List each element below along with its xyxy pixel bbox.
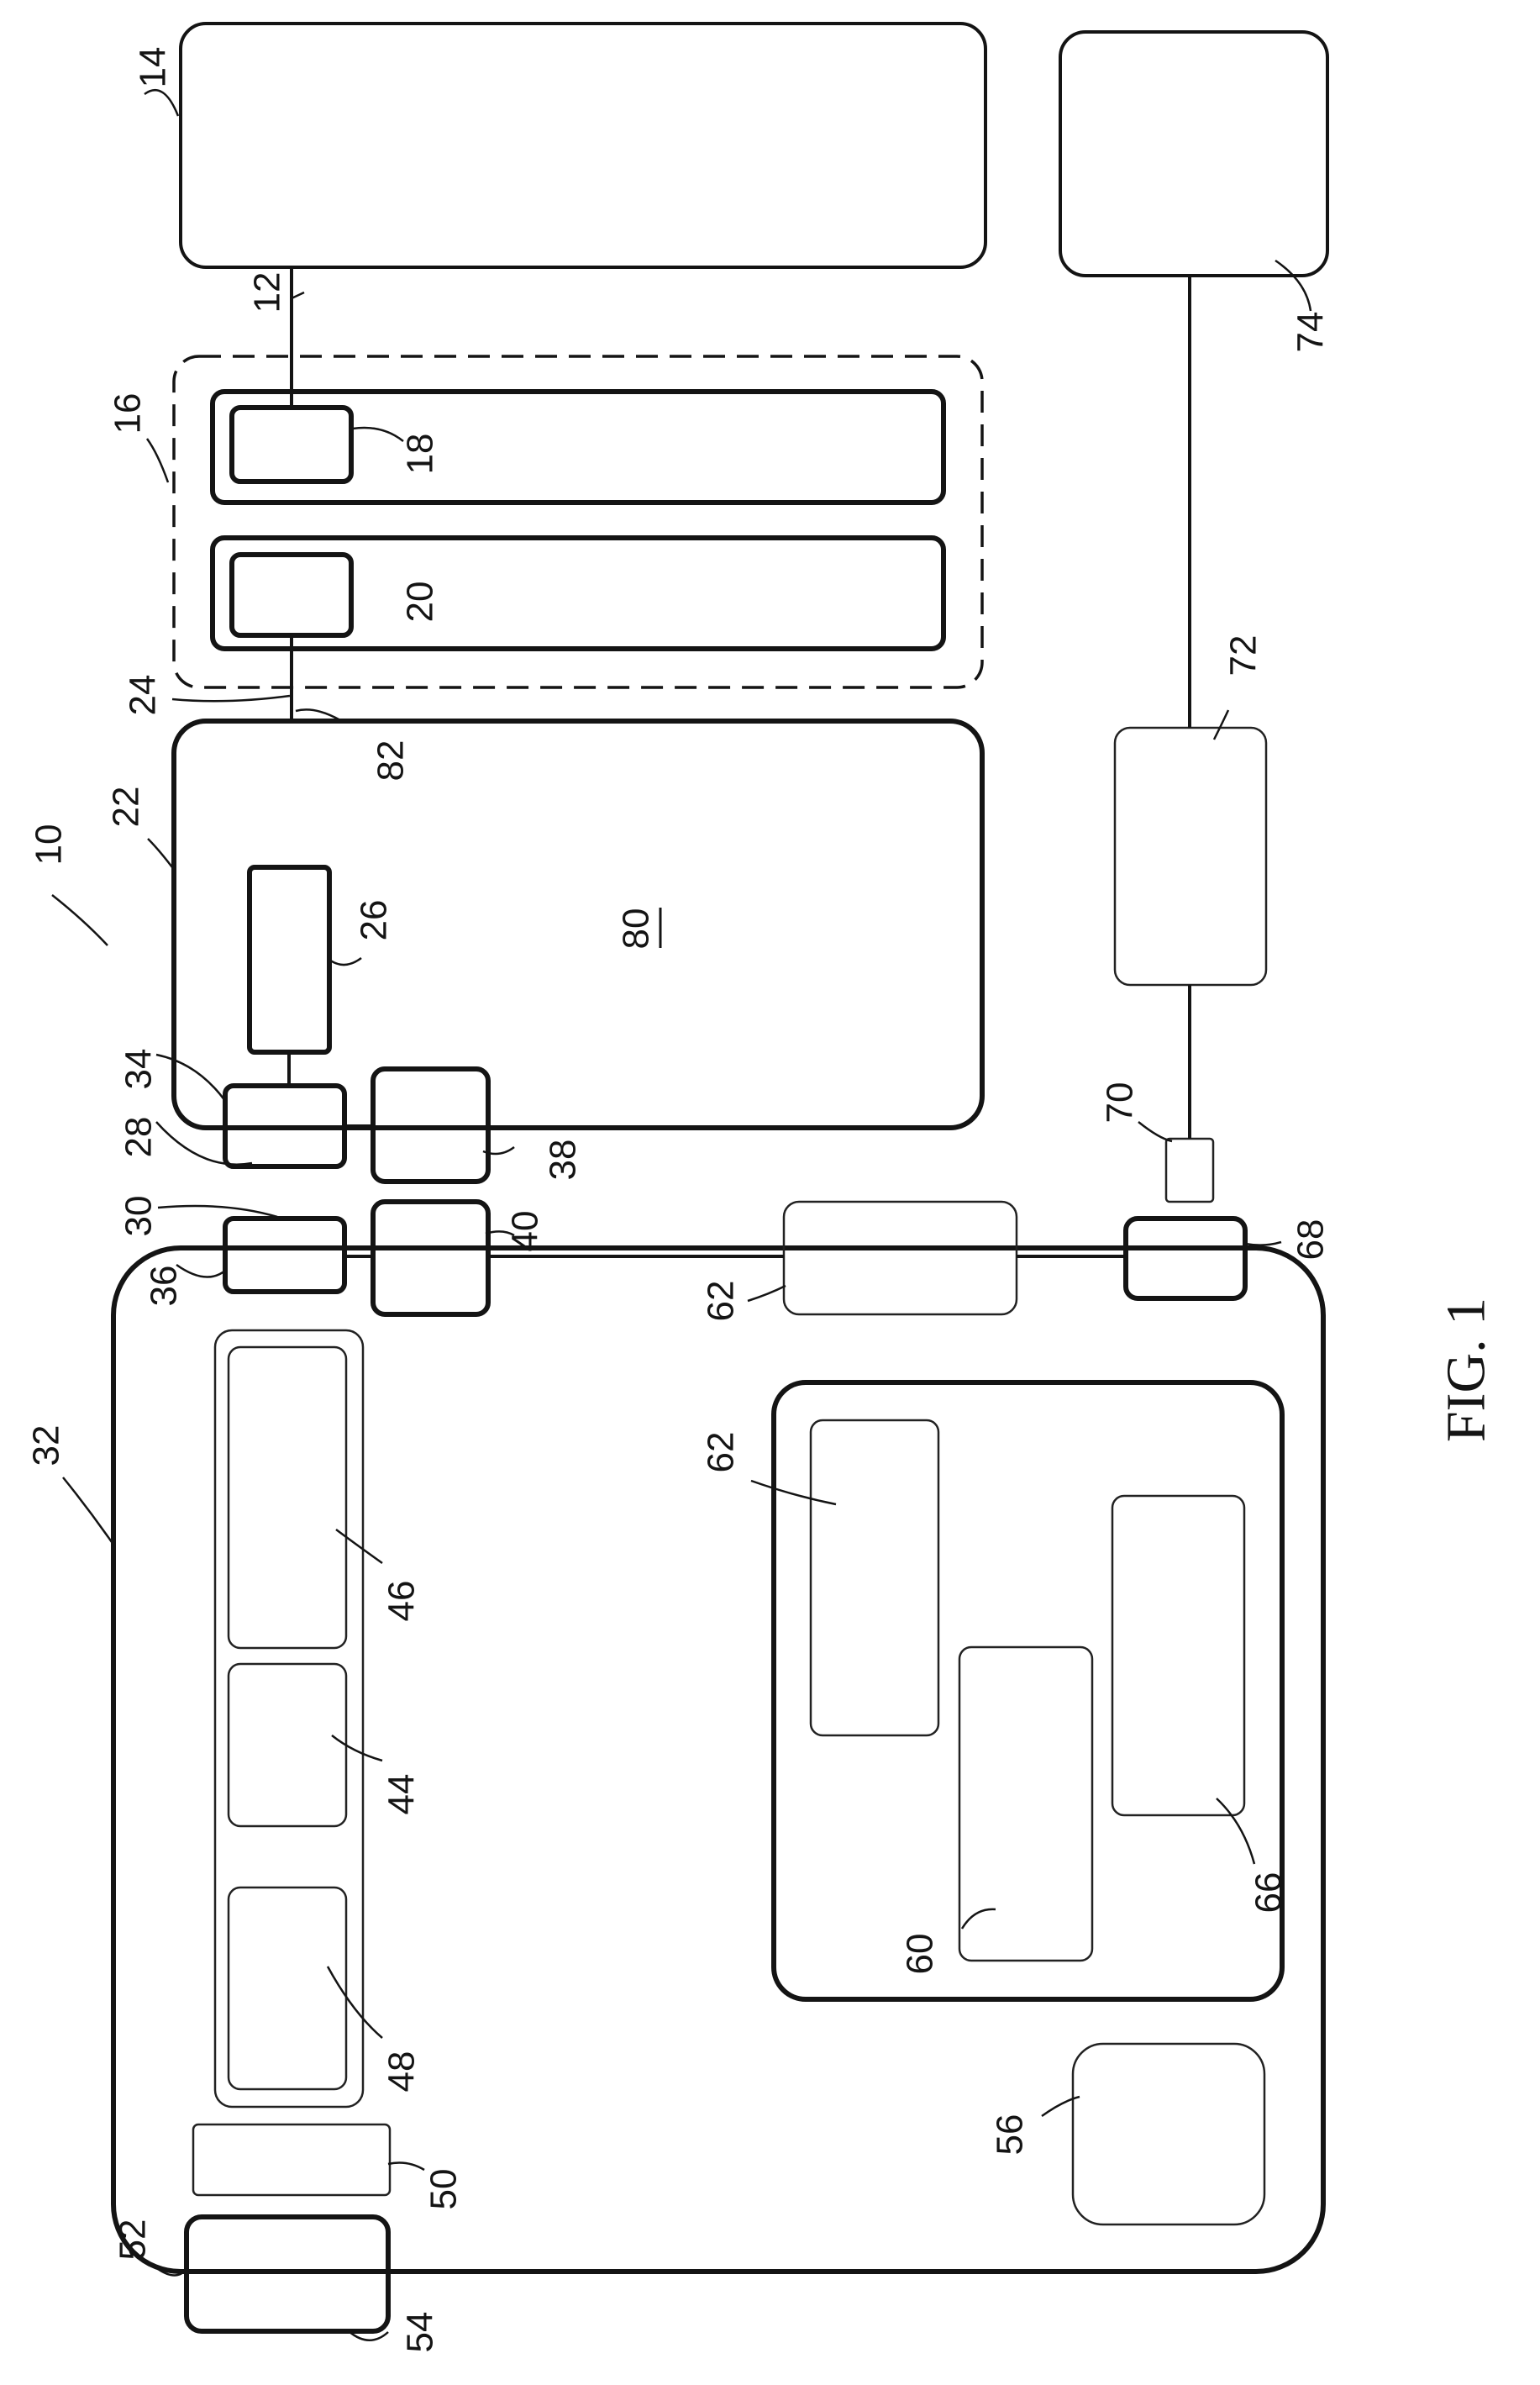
ref-16: 16: [108, 393, 149, 434]
leader-62-lower: [751, 1481, 836, 1504]
ref-50: 50: [423, 2169, 465, 2210]
ref-68: 68: [1290, 1219, 1332, 1261]
ref-30: 30: [118, 1196, 160, 1237]
leader-46: [336, 1529, 382, 1563]
ref-60: 60: [900, 1934, 941, 1975]
block-46: [229, 1347, 346, 1648]
ref-36: 36: [144, 1266, 185, 1307]
leader-44: [332, 1735, 382, 1761]
block-70: [1166, 1139, 1213, 1202]
leader-26: [329, 958, 361, 965]
ref-82: 82: [371, 740, 412, 782]
leader-12: [292, 292, 304, 298]
ref-32: 32: [26, 1425, 67, 1466]
block-72: [1115, 728, 1266, 985]
ref-40: 40: [505, 1211, 546, 1252]
leader-68: [1245, 1242, 1281, 1245]
figure-caption: FIG. 1: [1436, 1298, 1497, 1442]
block-74: [1060, 32, 1327, 276]
leader-48: [328, 1966, 382, 2038]
ref-72: 72: [1223, 635, 1264, 677]
leader-22: [148, 839, 175, 871]
block-68: [1126, 1219, 1245, 1298]
leader-24: [172, 696, 290, 701]
block-20: [232, 555, 351, 635]
block-62-lower: [811, 1420, 938, 1735]
block-48: [229, 1887, 346, 2089]
ref-24: 24: [123, 675, 164, 716]
ref-52: 52: [113, 2219, 154, 2261]
ref-70: 70: [1100, 1082, 1141, 1124]
ref-74: 74: [1290, 312, 1332, 353]
leader-16: [147, 439, 168, 482]
ref-14: 14: [133, 47, 174, 88]
leader-72: [1214, 710, 1228, 740]
group-60-66: [774, 1382, 1282, 1999]
ref-62-lower: 62: [701, 1432, 742, 1473]
block-50: [193, 2124, 390, 2195]
leader-74: [1275, 261, 1311, 311]
ref-62-upper: 62: [701, 1281, 742, 1322]
ref-46: 46: [381, 1581, 423, 1622]
ref-66: 66: [1248, 1872, 1290, 1914]
block-14: [181, 24, 985, 267]
ref-22: 22: [106, 787, 147, 828]
block-56: [1073, 2044, 1264, 2224]
ref-20: 20: [400, 582, 441, 623]
block-66: [1112, 1496, 1244, 1815]
leader-60: [962, 1909, 996, 1929]
leader-50: [388, 2163, 424, 2170]
ref-38: 38: [543, 1140, 584, 1181]
ref-44: 44: [381, 1774, 423, 1815]
leader-70: [1138, 1122, 1172, 1141]
block-40: [373, 1202, 488, 1314]
ref-34: 34: [118, 1049, 160, 1090]
ref-48: 48: [381, 2051, 423, 2093]
block-32: [113, 1248, 1323, 2272]
block-36: [225, 1219, 344, 1292]
leader-30: [158, 1206, 277, 1217]
block-26: [250, 867, 329, 1052]
leader-66: [1217, 1798, 1254, 1864]
leader-34: [156, 1055, 225, 1101]
block-18: [232, 408, 351, 482]
ref-80: 80: [616, 908, 657, 950]
leader-62-upper: [748, 1286, 786, 1301]
ref-28: 28: [118, 1117, 160, 1158]
ref-56: 56: [990, 2114, 1031, 2156]
block-22: [174, 721, 982, 1128]
ref-12: 12: [247, 272, 288, 313]
block-44: [229, 1664, 346, 1826]
ref-54: 54: [400, 2312, 441, 2353]
ref-26: 26: [354, 900, 395, 941]
leader-14: [145, 90, 178, 116]
ref-18: 18: [400, 434, 441, 475]
ref-10: 10: [29, 824, 70, 866]
leader-10: [52, 895, 108, 945]
block-60: [959, 1647, 1092, 1961]
block-62-upper: [784, 1202, 1017, 1314]
leader-18: [353, 428, 403, 441]
leader-32: [63, 1477, 112, 1542]
